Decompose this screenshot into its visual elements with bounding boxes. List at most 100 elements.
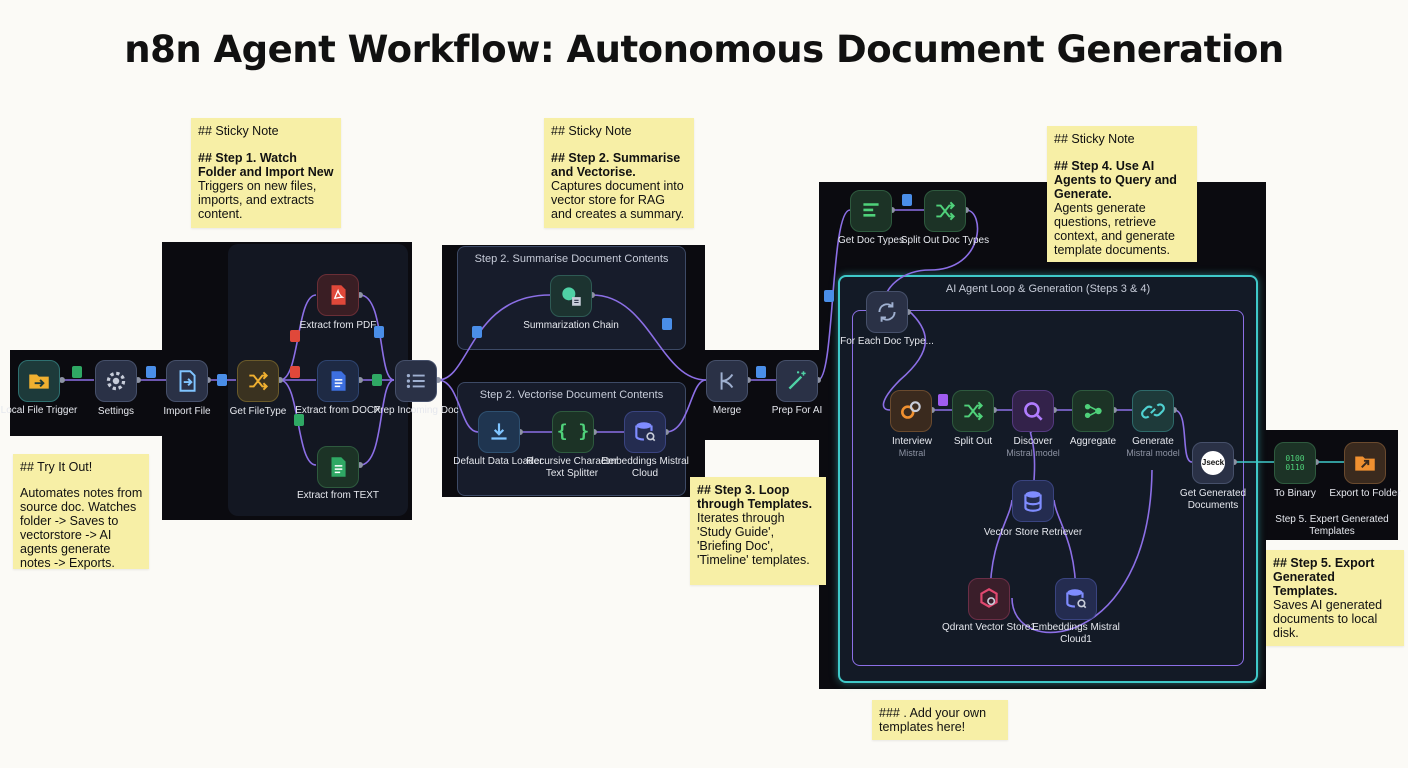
local-file-trigger-node[interactable]: [18, 360, 60, 402]
aggregate-node[interactable]: [1072, 390, 1114, 432]
sticky-note-step1[interactable]: ## Sticky Note ## Step 1. Watch Folder a…: [191, 118, 341, 228]
aggregate-icon: [1084, 403, 1102, 419]
prep-incoming-label: Prep Incoming Doc: [373, 405, 459, 416]
recursive-splitter-node[interactable]: { }: [552, 411, 594, 453]
generate-node[interactable]: [1132, 390, 1174, 432]
sticky-body: ### . Add your own templates here!: [879, 706, 987, 734]
database-icon: [1024, 491, 1042, 512]
data-chip: [756, 366, 766, 378]
database-search-icon: [1066, 589, 1087, 609]
sticky-title: ## Step 1. Watch Folder and Import New: [198, 151, 334, 179]
discover-agent-icon: [1024, 402, 1043, 421]
prep-for-ai-node[interactable]: [776, 360, 818, 402]
group-vectorise-label: Step 2. Vectorise Document Contents: [479, 389, 664, 401]
discover-node[interactable]: [1012, 390, 1054, 432]
sticky-heading: ## Sticky Note: [1054, 132, 1135, 146]
data-chip: [902, 194, 912, 206]
gear-icon: [106, 371, 126, 391]
extract-text-label: Extract from TEXT: [296, 490, 380, 501]
docx-file-icon: [331, 371, 346, 391]
sticky-title: ## Step 5. Export Generated Templates.: [1273, 556, 1375, 598]
table-icon: [863, 203, 879, 217]
sticky-note-step4[interactable]: ## Sticky Note ## Step 4. Use AI Agents …: [1047, 126, 1197, 262]
folder-icon: [29, 374, 49, 389]
split-out-label: Split Out: [953, 436, 993, 447]
list-icon: [406, 373, 425, 389]
vector-store-retriever-node[interactable]: [1012, 480, 1054, 522]
summarization-chain-node[interactable]: [550, 275, 592, 317]
import-file-label: Import File: [163, 406, 211, 417]
sticky-note-try-it-out[interactable]: ## Try It Out! Automates notes from sour…: [13, 454, 149, 570]
interview-node[interactable]: [890, 390, 932, 432]
sticky-body: Iterates through 'Study Guide', 'Briefin…: [697, 511, 810, 567]
data-chip: [217, 374, 227, 386]
shuffle-icon: [249, 371, 269, 391]
get-doc-types-node[interactable]: [850, 190, 892, 232]
embeddings-mistral-node[interactable]: [624, 411, 666, 453]
link-icon: [1141, 403, 1165, 419]
magic-wand-icon: [788, 371, 806, 390]
for-each-doc-type-node[interactable]: [866, 291, 908, 333]
split-out-doc-types-label: Split Out Doc Types: [900, 235, 990, 246]
get-generated-node[interactable]: Jseck: [1192, 442, 1234, 484]
aggregate-label: Aggregate: [1069, 436, 1117, 447]
qdrant-store-label: Qdrant Vector Store1: [942, 622, 1036, 633]
interview-label: Interview: [891, 436, 932, 447]
default-data-loader-label: Default Data Loader: [453, 456, 543, 467]
shuffle-icon: [936, 201, 956, 221]
settings-label: Settings: [97, 406, 135, 417]
sticky-heading: ## Sticky Note: [198, 124, 279, 138]
sticky-note-step3[interactable]: ## Step 3. Loop through Templates. Itera…: [690, 477, 826, 585]
embeddings-mistral1-node[interactable]: [1055, 578, 1097, 620]
split-out-doc-types-node[interactable]: [924, 190, 966, 232]
pdf-file-icon: [331, 285, 346, 305]
get-filetype-node[interactable]: [237, 360, 279, 402]
export-folder-node[interactable]: [1344, 442, 1386, 484]
merge-node[interactable]: [706, 360, 748, 402]
folder-export-icon: [1355, 456, 1375, 471]
data-chip: [374, 326, 384, 338]
vector-store-retriever-label: Vector Store Retriever: [983, 527, 1083, 538]
group-agent-inner: [852, 310, 1244, 666]
merge-label: Merge: [712, 405, 742, 416]
data-chip: [662, 318, 672, 330]
extract-pdf-node[interactable]: [317, 274, 359, 316]
default-data-loader-node[interactable]: [478, 411, 520, 453]
generate-sub: Mistral model: [1126, 448, 1180, 458]
embeddings-mistral1-label: Embeddings Mistral Cloud1: [1032, 622, 1120, 645]
json-badge-icon: Jseck: [1201, 451, 1225, 475]
settings-node[interactable]: [95, 360, 137, 402]
import-file-node[interactable]: [166, 360, 208, 402]
embeddings-mistral-label: Embeddings Mistral Cloud: [601, 456, 689, 479]
qdrant-store-node[interactable]: [968, 578, 1010, 620]
sticky-title: ## Try It Out!: [20, 460, 93, 474]
extract-text-node[interactable]: [317, 446, 359, 488]
prep-incoming-node[interactable]: [395, 360, 437, 402]
text-file-icon: [331, 457, 346, 477]
data-chip: [290, 330, 300, 342]
data-chip: [146, 366, 156, 378]
export-folder-label: Export to Folder: [1329, 488, 1401, 499]
merge-icon: [720, 372, 734, 390]
group-agent-loop-label: AI Agent Loop & Generation (Steps 3 & 4): [945, 283, 1151, 295]
extract-docx-node[interactable]: [317, 360, 359, 402]
braces-icon: { }: [556, 421, 590, 442]
group-agent-loop[interactable]: AI Agent Loop & Generation (Steps 3 & 4): [838, 275, 1258, 683]
loop-icon: [878, 302, 896, 322]
data-chip: [372, 374, 382, 386]
to-binary-node[interactable]: 0100 0110: [1274, 442, 1316, 484]
data-chip: [72, 366, 82, 378]
sticky-note-step5[interactable]: ## Step 5. Export Generated Templates. S…: [1266, 550, 1404, 646]
download-icon: [491, 423, 507, 440]
get-doc-types-label: Get Doc Types: [838, 235, 904, 246]
sticky-note-templates[interactable]: ### . Add your own templates here!: [872, 700, 1008, 740]
split-out-node[interactable]: [952, 390, 994, 432]
interview-agent-icon: [901, 401, 921, 419]
data-chip: [824, 290, 834, 302]
sticky-body: Saves AI generated documents to local di…: [1273, 598, 1383, 640]
brain-doc-icon: [562, 287, 581, 306]
data-chip: [294, 414, 304, 426]
shuffle-icon: [964, 401, 984, 421]
sticky-note-step2[interactable]: ## Sticky Note ## Step 2. Summarise and …: [544, 118, 694, 228]
